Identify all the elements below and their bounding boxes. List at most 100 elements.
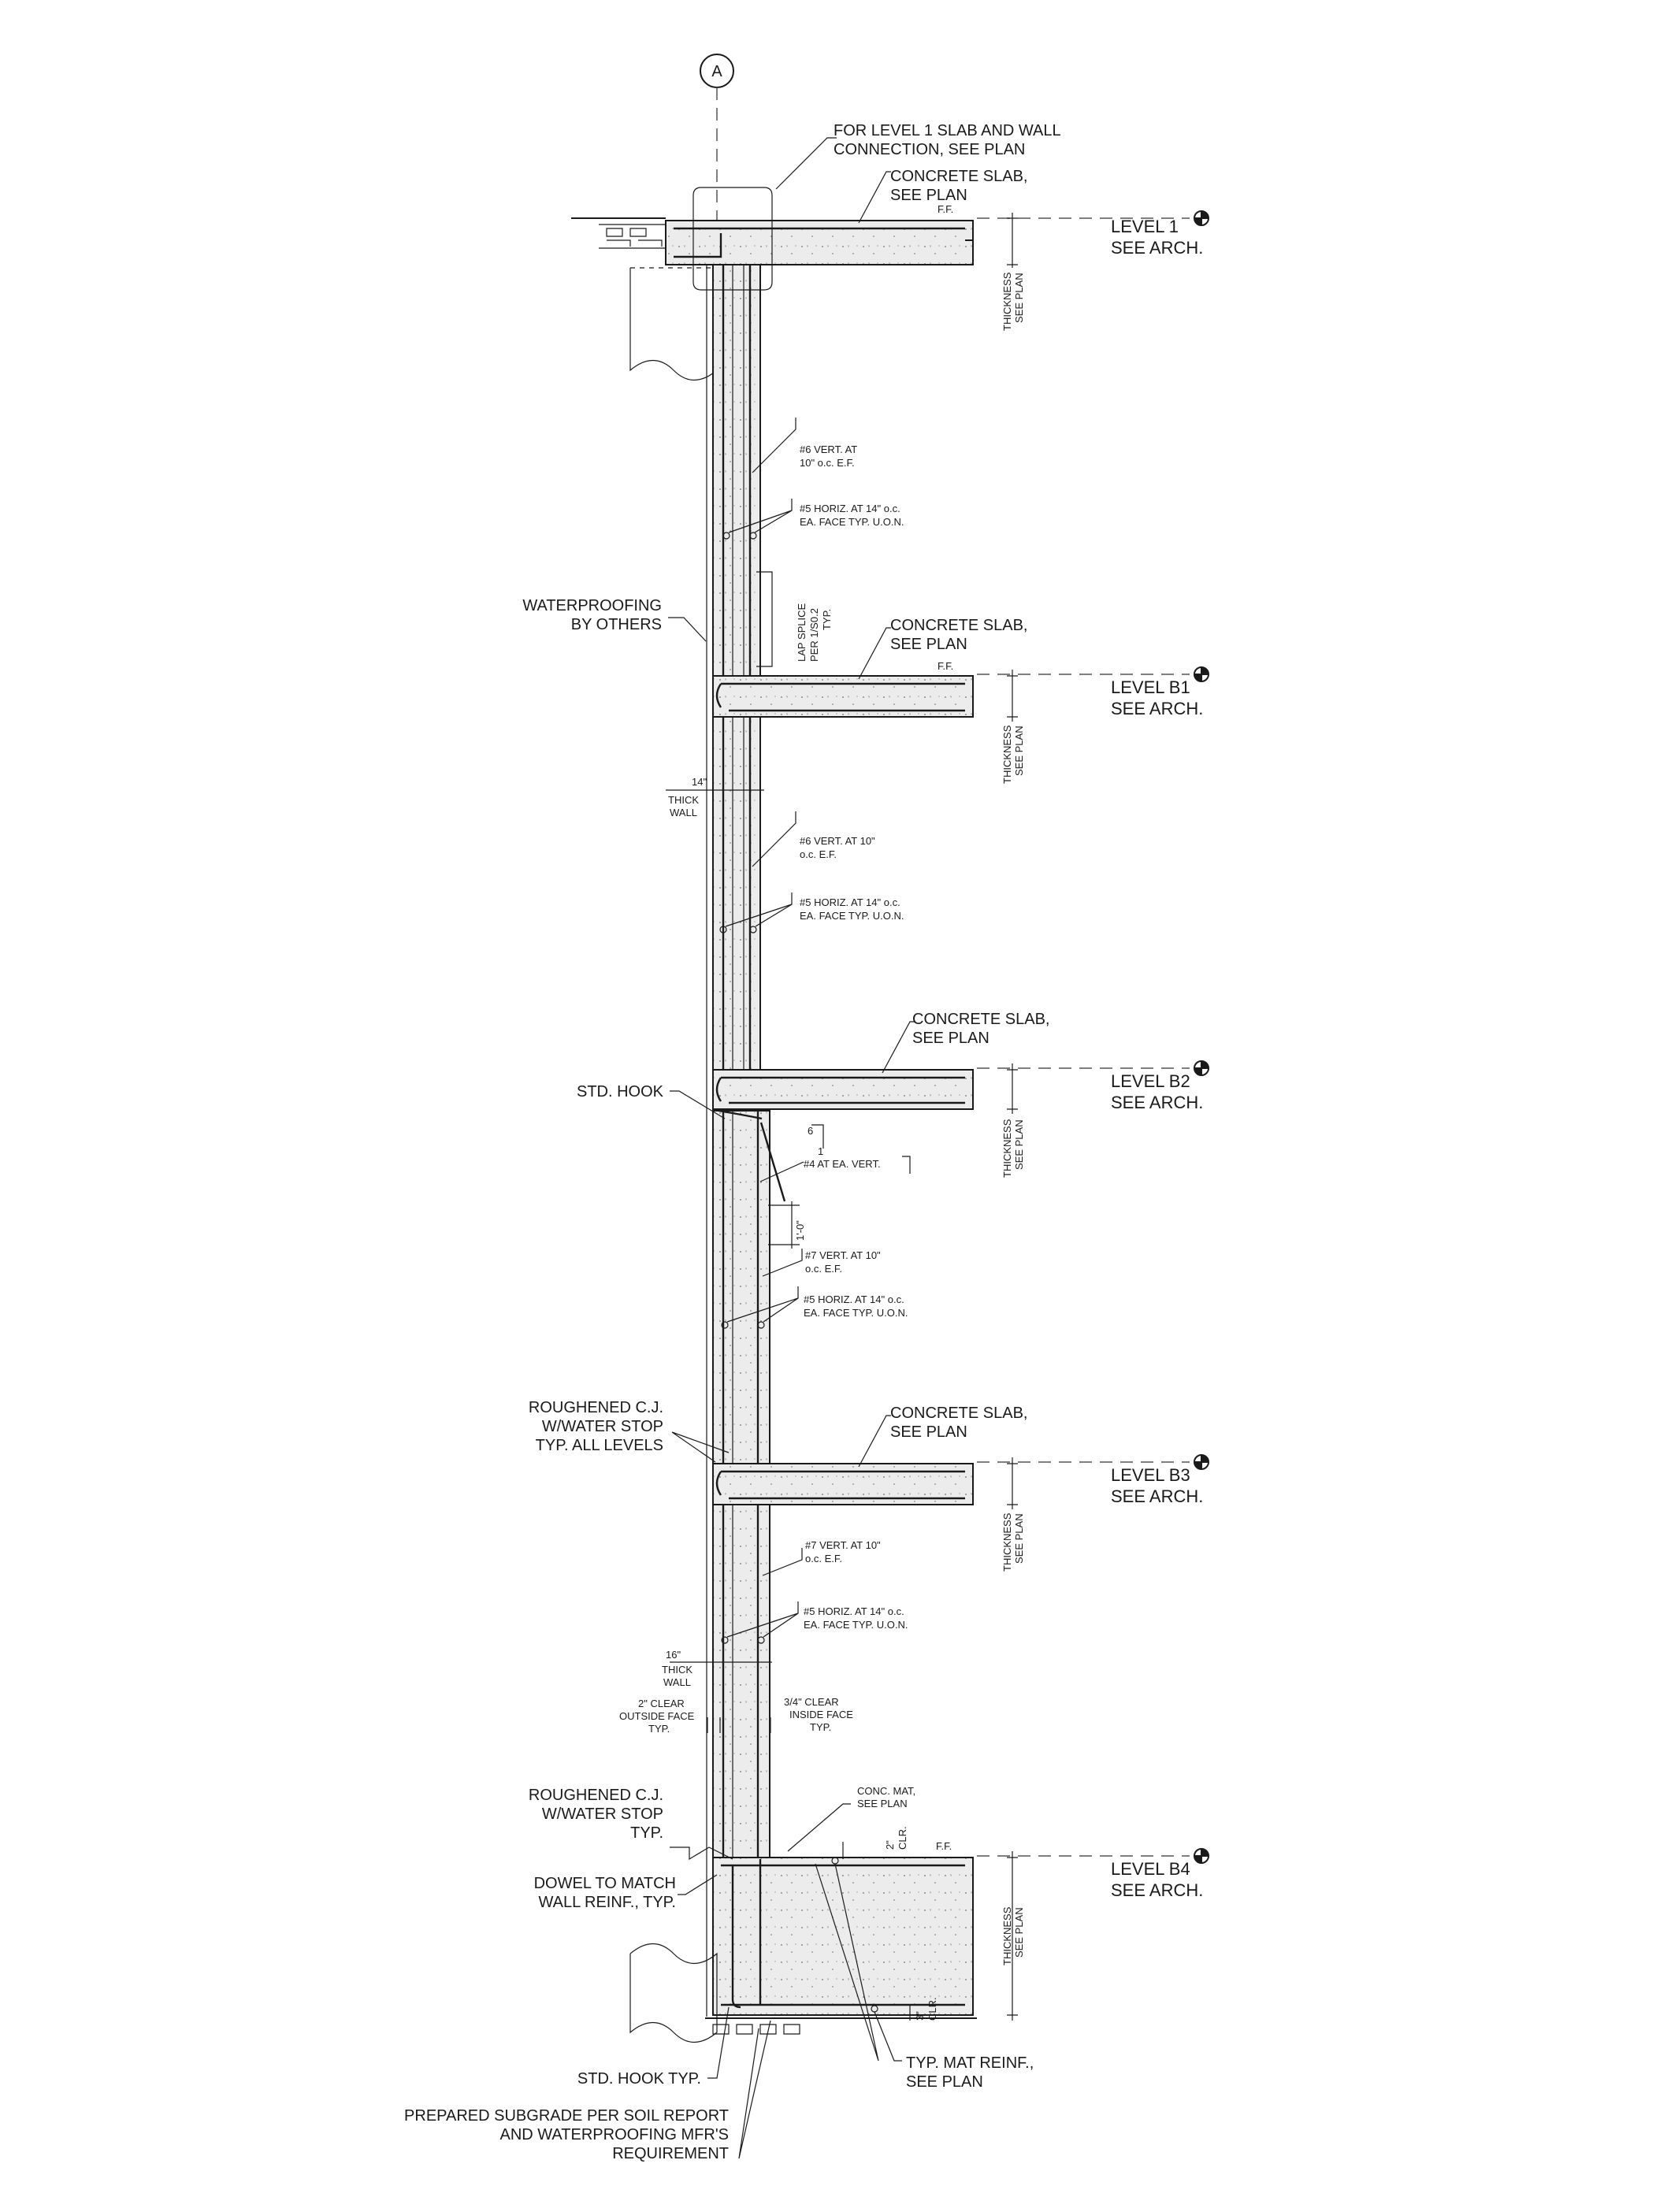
svg-text:INSIDE FACE: INSIDE FACE: [789, 1709, 853, 1720]
svg-text:1: 1: [818, 1145, 823, 1157]
svg-text:SEE PLAN: SEE PLAN: [906, 2073, 983, 2091]
svg-text:STD. HOOK: STD. HOOK: [577, 1083, 664, 1100]
svg-text:CLR.: CLR.: [926, 1997, 938, 2021]
svg-text:#5 HORIZ. AT 14" o.c.: #5 HORIZ. AT 14" o.c.: [804, 1605, 904, 1617]
svg-text:TYP.: TYP.: [810, 1721, 831, 1733]
svg-text:THICK: THICK: [668, 794, 699, 806]
svg-text:WALL: WALL: [670, 807, 697, 818]
note-slope: 6 1: [808, 1124, 824, 1157]
svg-text:AND WATERPROOFING MFR'S: AND WATERPROOFING MFR'S: [500, 2126, 729, 2143]
svg-text:EA. FACE TYP. U.O.N.: EA. FACE TYP. U.O.N.: [800, 910, 904, 922]
level-b3-label: LEVEL B3: [1111, 1465, 1190, 1485]
note-wall-14: 14" THICK WALL: [666, 776, 764, 818]
bottom-grade: [629, 1943, 977, 2043]
dim-1-ft: 1'-0": [768, 1201, 806, 1249]
svg-text:2": 2": [884, 1840, 896, 1850]
svg-text:BY OTHERS: BY OTHERS: [571, 616, 662, 633]
svg-text:PREPARED SUBGRADE PER SOIL REP: PREPARED SUBGRADE PER SOIL REPORT: [404, 2107, 729, 2125]
svg-text:SEE PLAN: SEE PLAN: [912, 1030, 990, 1047]
note-roughened-all: ROUGHENED C.J. W/WATER STOP TYP. ALL LEV…: [529, 1399, 730, 1463]
svg-text:LAP SPLICE: LAP SPLICE: [796, 603, 808, 662]
note-slab-level-b1: CONCRETE SLAB, SEE PLAN: [858, 617, 1027, 680]
svg-text:#7 VERT. AT 10": #7 VERT. AT 10": [805, 1539, 881, 1551]
concrete-mat-level-b4: [712, 1857, 974, 2016]
svg-text:#6 VERT. AT 10": #6 VERT. AT 10": [800, 835, 875, 847]
svg-text:TYP. ALL LEVELS: TYP. ALL LEVELS: [536, 1437, 663, 1454]
note-vert-6-upper: #6 VERT. AT 10" o.c. E.F.: [752, 418, 857, 473]
thickness-dim-level-b2: THICKNESS SEE PLAN: [1001, 1063, 1025, 1178]
note-clear-outside: 2" CLEAR OUTSIDE FACE TYP.: [619, 1698, 721, 1735]
svg-text:#7 VERT. AT 10": #7 VERT. AT 10": [805, 1249, 881, 1261]
level-b3-sub: SEE ARCH.: [1111, 1486, 1203, 1506]
svg-text:EA. FACE TYP. U.O.N.: EA. FACE TYP. U.O.N.: [804, 1619, 908, 1631]
svg-text:o.c. E.F.: o.c. E.F.: [805, 1263, 842, 1275]
svg-text:PER 1/S0.2: PER 1/S0.2: [808, 608, 820, 662]
thickness-dim-level-b1: THICKNESS SEE PLAN F.F.: [938, 660, 1025, 784]
slab-level-b3: [712, 1463, 974, 1505]
svg-text:ROUGHENED C.J.: ROUGHENED C.J.: [529, 1787, 663, 1804]
svg-text:DOWEL TO MATCH: DOWEL TO MATCH: [534, 1875, 676, 1892]
svg-text:EA. FACE TYP. U.O.N.: EA. FACE TYP. U.O.N.: [800, 516, 904, 528]
svg-text:THICKNESS: THICKNESS: [1001, 1512, 1013, 1572]
svg-text:#6 VERT. AT: #6 VERT. AT: [800, 444, 857, 455]
svg-text:TYP.: TYP.: [630, 1824, 663, 1842]
svg-text:TYP.: TYP.: [648, 1723, 670, 1735]
note-conc-mat: CONC. MAT, SEE PLAN: [787, 1785, 915, 1852]
note-vert-7-b3: #7 VERT. AT 10" o.c. E.F.: [762, 1539, 881, 1576]
svg-text:CLR.: CLR.: [897, 1826, 908, 1850]
svg-text:CONCRETE SLAB,: CONCRETE SLAB,: [890, 1405, 1027, 1422]
level-1-label: LEVEL 1: [1111, 217, 1179, 236]
svg-text:TYP. MAT REINF.,: TYP. MAT REINF.,: [906, 2054, 1034, 2072]
thickness-dim-level-b4: THICKNESS SEE PLAN F.F.: [936, 1840, 1025, 2021]
note-bar-4: #4 AT EA. VERT.: [759, 1122, 911, 1202]
thickness-dim-level-1: THICKNESS SEE PLAN F.F.: [938, 203, 1025, 331]
note-level1-connection: FOR LEVEL 1 SLAB AND WALL CONNECTION, SE…: [775, 122, 1061, 190]
note-subgrade: PREPARED SUBGRADE PER SOIL REPORT AND WA…: [404, 2020, 771, 2162]
datum-level-b2: [977, 1060, 1209, 1076]
note-horiz-5-upper: #5 HORIZ. AT 14" o.c. EA. FACE TYP. U.O.…: [722, 499, 904, 540]
svg-text:#4 AT EA. VERT.: #4 AT EA. VERT.: [804, 1158, 881, 1170]
datum-level-1: [977, 210, 1209, 226]
datum-level-b3: [977, 1454, 1209, 1470]
svg-text:#5 HORIZ. AT 14" o.c.: #5 HORIZ. AT 14" o.c.: [800, 503, 900, 514]
note-waterproofing: WATERPROOFING BY OTHERS: [522, 597, 707, 642]
svg-text:#5 HORIZ. AT 14" o.c.: #5 HORIZ. AT 14" o.c.: [804, 1293, 904, 1305]
svg-text:WALL: WALL: [663, 1676, 691, 1688]
svg-text:WALL REINF., TYP.: WALL REINF., TYP.: [538, 1894, 676, 1911]
svg-text:STD. HOOK TYP.: STD. HOOK TYP.: [577, 2070, 701, 2088]
note-std-hook-typ: STD. HOOK TYP.: [577, 2006, 730, 2088]
note-vert-6-lower: #6 VERT. AT 10" o.c. E.F.: [752, 811, 875, 867]
thickness-dim-level-b3: THICKNESS SEE PLAN: [1001, 1457, 1025, 1572]
slab-level-b2: [712, 1069, 974, 1110]
svg-text:SEE PLAN: SEE PLAN: [890, 187, 967, 204]
note-clear-inside: 3/4" CLEAR INSIDE FACE TYP.: [757, 1696, 853, 1733]
svg-text:o.c. E.F.: o.c. E.F.: [805, 1553, 842, 1564]
note-wall-16: 16" THICK WALL: [662, 1649, 772, 1688]
note-lap-splice: LAP SPLICE PER 1/S0.2 TYP.: [756, 571, 833, 667]
datum-level-b4: [977, 1848, 1209, 1864]
note-slab-level-1: CONCRETE SLAB, SEE PLAN: [858, 168, 1027, 224]
svg-text:10" o.c. E.F.: 10" o.c. E.F.: [800, 457, 855, 469]
svg-text:CONCRETE SLAB,: CONCRETE SLAB,: [890, 168, 1027, 185]
note-typ-mat-reinf: TYP. MAT REINF., SEE PLAN: [815, 1857, 1034, 2091]
svg-text:SEE PLAN: SEE PLAN: [1013, 1119, 1025, 1170]
svg-text:REQUIREMENT: REQUIREMENT: [612, 2145, 729, 2162]
svg-text:F.F.: F.F.: [938, 660, 953, 672]
svg-text:EA. FACE TYP. U.O.N.: EA. FACE TYP. U.O.N.: [804, 1307, 908, 1319]
level-1-sub: SEE ARCH.: [1111, 238, 1203, 258]
svg-text:THICKNESS: THICKNESS: [1001, 272, 1013, 331]
level-b2-label: LEVEL B2: [1111, 1071, 1190, 1091]
slab-level-b1: [712, 675, 974, 718]
svg-text:FOR LEVEL 1 SLAB AND WALL: FOR LEVEL 1 SLAB AND WALL: [834, 122, 1061, 139]
top-grade: [571, 217, 718, 380]
svg-text:SEE PLAN: SEE PLAN: [890, 1423, 967, 1441]
note-dowel: DOWEL TO MATCH WALL REINF., TYP.: [534, 1874, 718, 1911]
svg-text:14": 14": [692, 776, 707, 788]
svg-text:THICKNESS: THICKNESS: [1001, 1906, 1013, 1965]
svg-text:CONCRETE SLAB,: CONCRETE SLAB,: [890, 617, 1027, 634]
slab-level-1: [665, 187, 974, 291]
svg-text:ROUGHENED C.J.: ROUGHENED C.J.: [529, 1399, 663, 1416]
datum-level-b1: [977, 666, 1209, 682]
svg-text:2" CLEAR: 2" CLEAR: [638, 1698, 685, 1709]
